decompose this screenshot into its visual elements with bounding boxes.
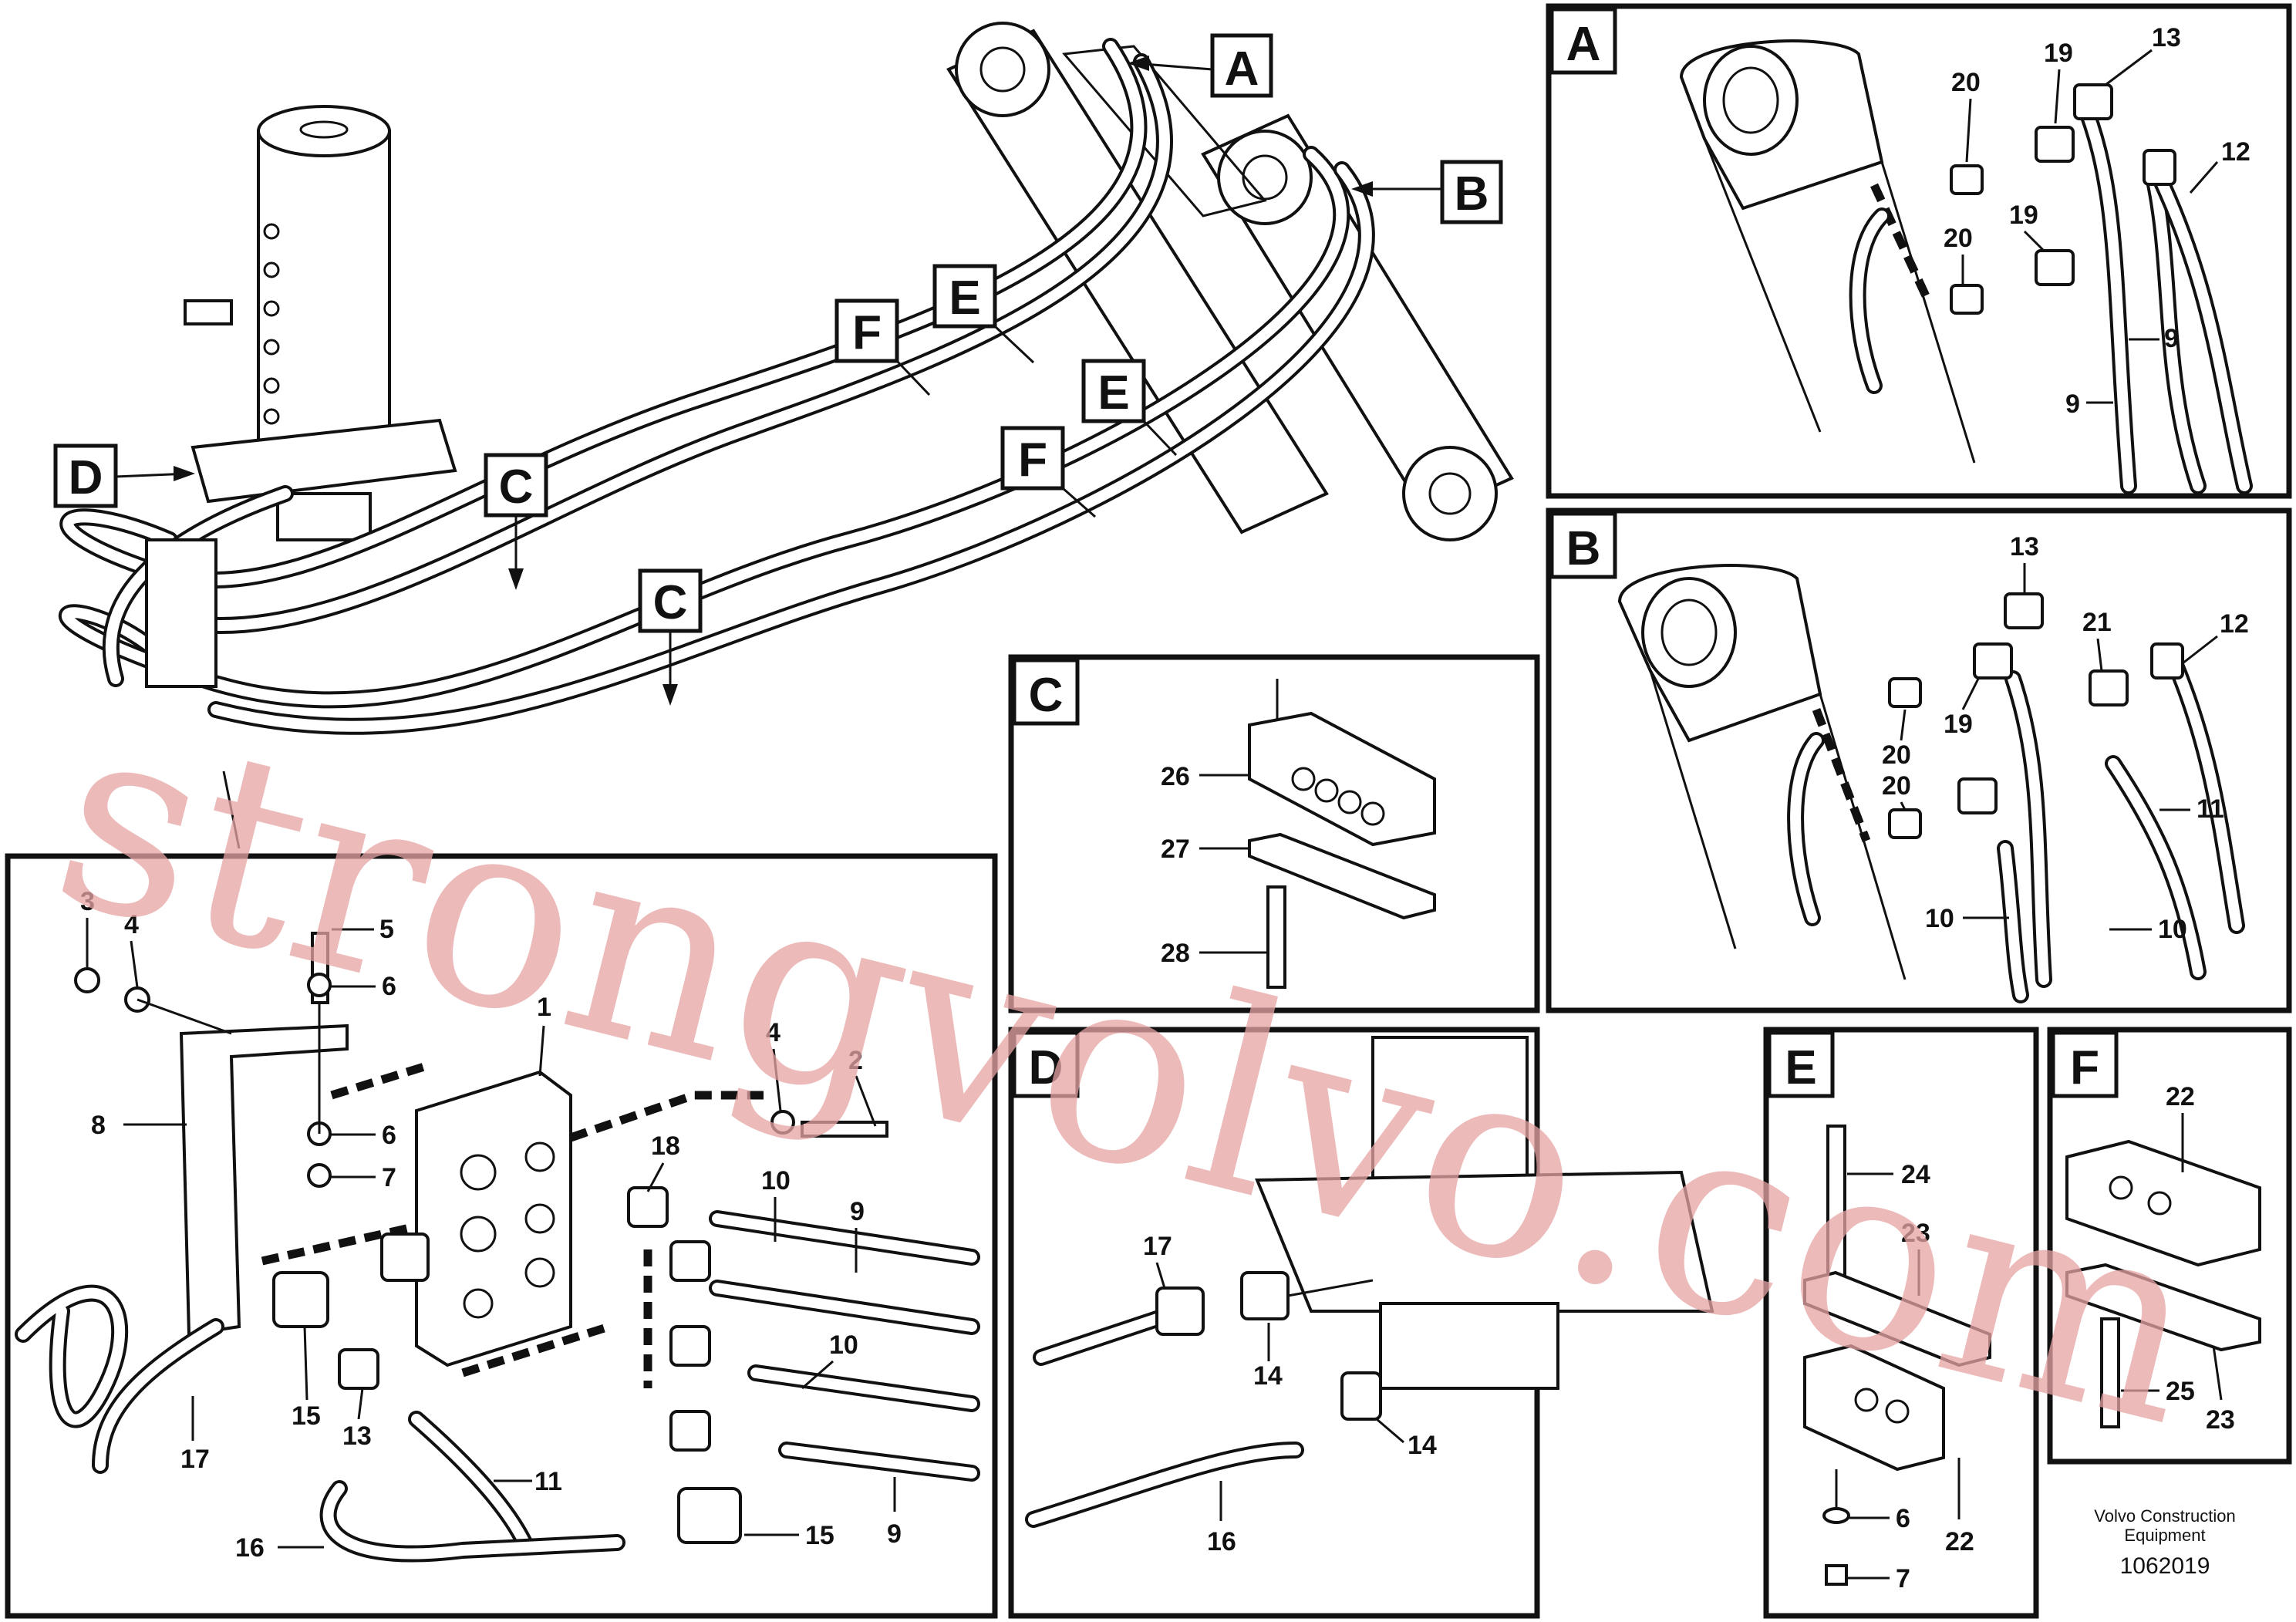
callout-E-2: E xyxy=(1081,359,1178,457)
svg-text:22: 22 xyxy=(2166,1082,2195,1111)
svg-text:D: D xyxy=(69,451,103,504)
svg-text:E: E xyxy=(949,271,980,325)
svg-text:6: 6 xyxy=(1896,1504,1910,1533)
footer-block: Volvo Construction Equipment 1062019 xyxy=(2094,1506,2235,1579)
panel-manifold-detail: 1 2 3 4 4 5 6 6 7 8 9 9 10 10 11 13 15 1… xyxy=(5,853,998,1619)
callout-C-1: C xyxy=(484,453,548,590)
svg-text:4: 4 xyxy=(124,910,139,939)
svg-text:14: 14 xyxy=(1408,1431,1437,1460)
svg-text:10: 10 xyxy=(761,1166,791,1195)
svg-text:20: 20 xyxy=(1944,224,1973,253)
svg-text:5: 5 xyxy=(379,915,394,944)
svg-text:23: 23 xyxy=(2206,1405,2235,1435)
svg-text:8: 8 xyxy=(91,1111,106,1140)
svg-text:18: 18 xyxy=(651,1131,680,1161)
svg-text:9: 9 xyxy=(887,1519,902,1549)
swivel-joint xyxy=(184,105,457,541)
svg-text:24: 24 xyxy=(1901,1160,1930,1189)
panel-A: A 20 19 13 12 20 19 9 9 xyxy=(1546,3,2292,499)
callout-B: B xyxy=(1351,160,1503,224)
svg-text:9: 9 xyxy=(850,1197,865,1226)
svg-text:9: 9 xyxy=(2065,389,2080,419)
svg-text:6: 6 xyxy=(382,972,396,1001)
svg-text:C: C xyxy=(499,460,534,514)
callout-D: D xyxy=(53,443,195,508)
svg-text:F: F xyxy=(852,306,882,359)
callout-C-2: C xyxy=(638,568,703,706)
svg-text:20: 20 xyxy=(1951,68,1981,97)
svg-text:25: 25 xyxy=(2166,1377,2195,1406)
svg-text:17: 17 xyxy=(1143,1232,1172,1261)
svg-text:22: 22 xyxy=(1945,1527,1974,1556)
callout-E-1: E xyxy=(932,264,1035,364)
zoom-break-line xyxy=(222,771,241,849)
svg-text:4: 4 xyxy=(766,1018,781,1047)
panel-C: C 26 27 28 xyxy=(1008,654,1540,1013)
svg-text:3: 3 xyxy=(80,887,95,916)
panel-E: E 24 23 22 6 7 xyxy=(1763,1027,2039,1619)
svg-text:13: 13 xyxy=(2152,23,2181,52)
svg-text:11: 11 xyxy=(534,1467,562,1496)
brand-line-2: Equipment xyxy=(2124,1526,2205,1545)
svg-text:16: 16 xyxy=(235,1533,265,1563)
svg-text:B: B xyxy=(1566,522,1601,575)
svg-text:2: 2 xyxy=(848,1046,863,1075)
svg-text:F: F xyxy=(2070,1041,2099,1094)
svg-text:13: 13 xyxy=(342,1421,372,1451)
svg-text:16: 16 xyxy=(1207,1527,1236,1556)
svg-text:D: D xyxy=(1029,1041,1064,1094)
svg-text:27: 27 xyxy=(1161,835,1190,864)
svg-text:19: 19 xyxy=(2044,39,2073,68)
svg-text:F: F xyxy=(1018,433,1047,487)
svg-text:7: 7 xyxy=(1896,1564,1910,1593)
svg-text:17: 17 xyxy=(180,1445,210,1474)
svg-text:23: 23 xyxy=(1901,1219,1930,1248)
svg-text:9: 9 xyxy=(2164,324,2179,353)
svg-text:20: 20 xyxy=(1882,771,1911,801)
svg-text:B: B xyxy=(1455,167,1489,221)
svg-text:13: 13 xyxy=(2010,532,2039,561)
svg-text:21: 21 xyxy=(2082,608,2112,637)
panel-F: F 22 25 23 xyxy=(2047,1027,2292,1465)
svg-text:26: 26 xyxy=(1161,762,1190,791)
svg-text:10: 10 xyxy=(829,1330,858,1360)
svg-text:14: 14 xyxy=(1253,1361,1283,1391)
callout-A: A xyxy=(1128,33,1273,98)
panel-D: D 17 14 14 16 xyxy=(1008,1027,1714,1619)
svg-text:E: E xyxy=(1785,1041,1816,1094)
brand-line-1: Volvo Construction xyxy=(2094,1506,2235,1526)
svg-text:6: 6 xyxy=(382,1121,396,1150)
svg-text:15: 15 xyxy=(805,1521,834,1550)
svg-text:C: C xyxy=(653,576,688,629)
svg-text:15: 15 xyxy=(292,1401,321,1431)
svg-text:28: 28 xyxy=(1161,939,1190,968)
svg-text:A: A xyxy=(1566,18,1601,71)
panel-B: B 13 21 12 19 20 20 11 10 10 xyxy=(1546,508,2292,1013)
drawing-number: 1062019 xyxy=(2120,1553,2210,1579)
overview-assembly xyxy=(58,22,1514,735)
svg-text:12: 12 xyxy=(2220,609,2249,639)
svg-text:1: 1 xyxy=(537,993,551,1022)
callout-F-2: F xyxy=(1000,426,1096,518)
svg-text:19: 19 xyxy=(1944,710,1973,739)
callout-F-1: F xyxy=(834,298,931,396)
svg-text:19: 19 xyxy=(2009,201,2038,230)
overview-valve-block xyxy=(145,538,217,688)
svg-text:7: 7 xyxy=(382,1163,396,1192)
svg-text:10: 10 xyxy=(1925,904,1954,933)
svg-text:E: E xyxy=(1097,366,1129,420)
svg-text:12: 12 xyxy=(2221,137,2250,167)
callout-A-letter: A xyxy=(1225,42,1259,96)
svg-text:10: 10 xyxy=(2158,915,2187,944)
svg-text:C: C xyxy=(1029,669,1064,722)
svg-text:20: 20 xyxy=(1882,740,1911,770)
svg-text:11: 11 xyxy=(2197,794,2224,824)
